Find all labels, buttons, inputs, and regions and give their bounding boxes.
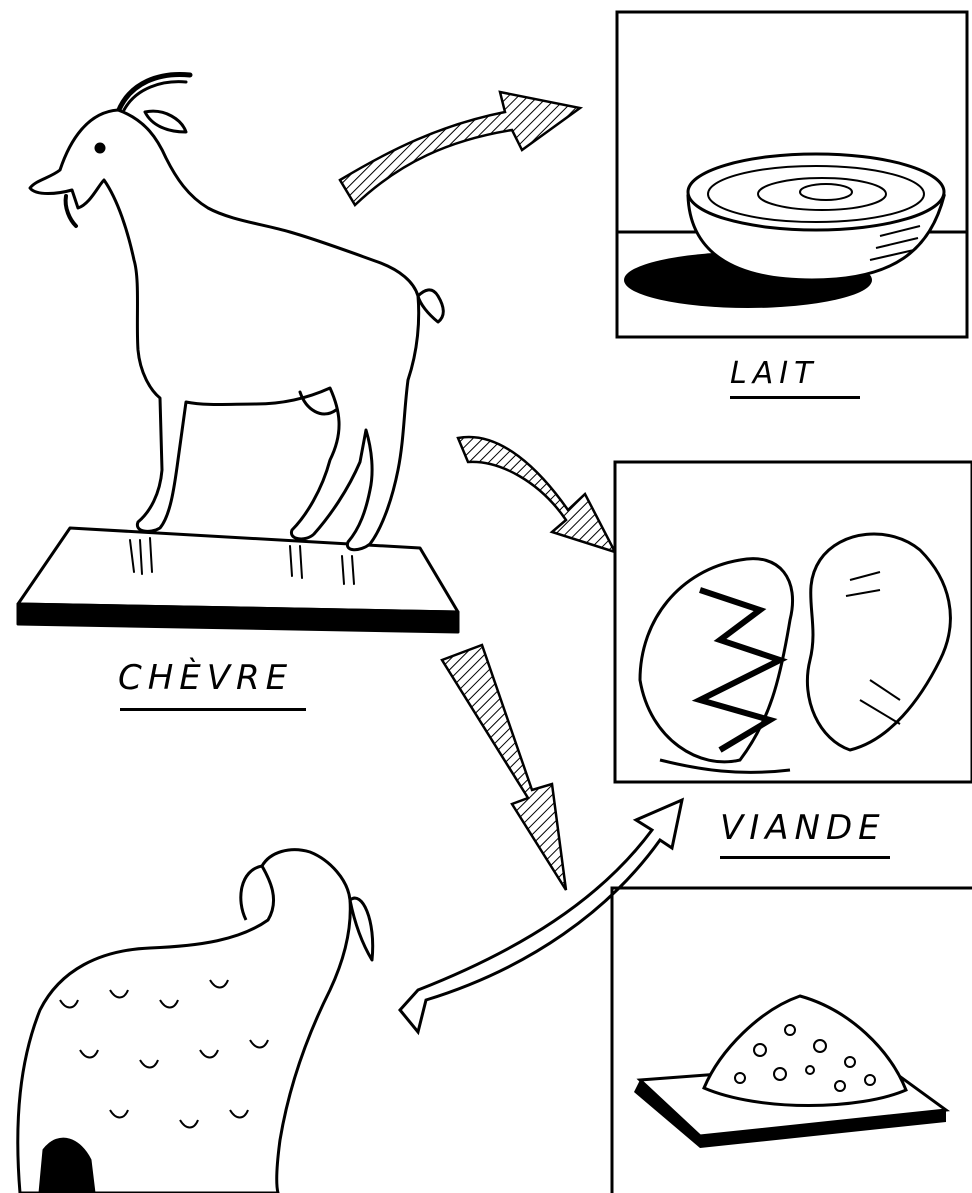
arrow-to-meat xyxy=(458,437,615,552)
arrow-to-milk xyxy=(340,92,580,205)
pile-panel xyxy=(612,888,972,1193)
meat-panel xyxy=(615,462,972,782)
kid-goat-illustration xyxy=(18,850,373,1193)
label-lait: LAIT xyxy=(730,356,818,391)
label-chevre: CHÈVRE xyxy=(118,658,293,698)
label-lait-underline xyxy=(730,396,860,399)
milk-panel xyxy=(617,12,967,337)
label-viande-underline xyxy=(720,856,890,859)
label-chevre-underline xyxy=(120,708,306,711)
goat-platform xyxy=(18,528,458,632)
arrow-to-kid xyxy=(442,645,566,890)
label-viande: VIANDE xyxy=(720,808,886,848)
